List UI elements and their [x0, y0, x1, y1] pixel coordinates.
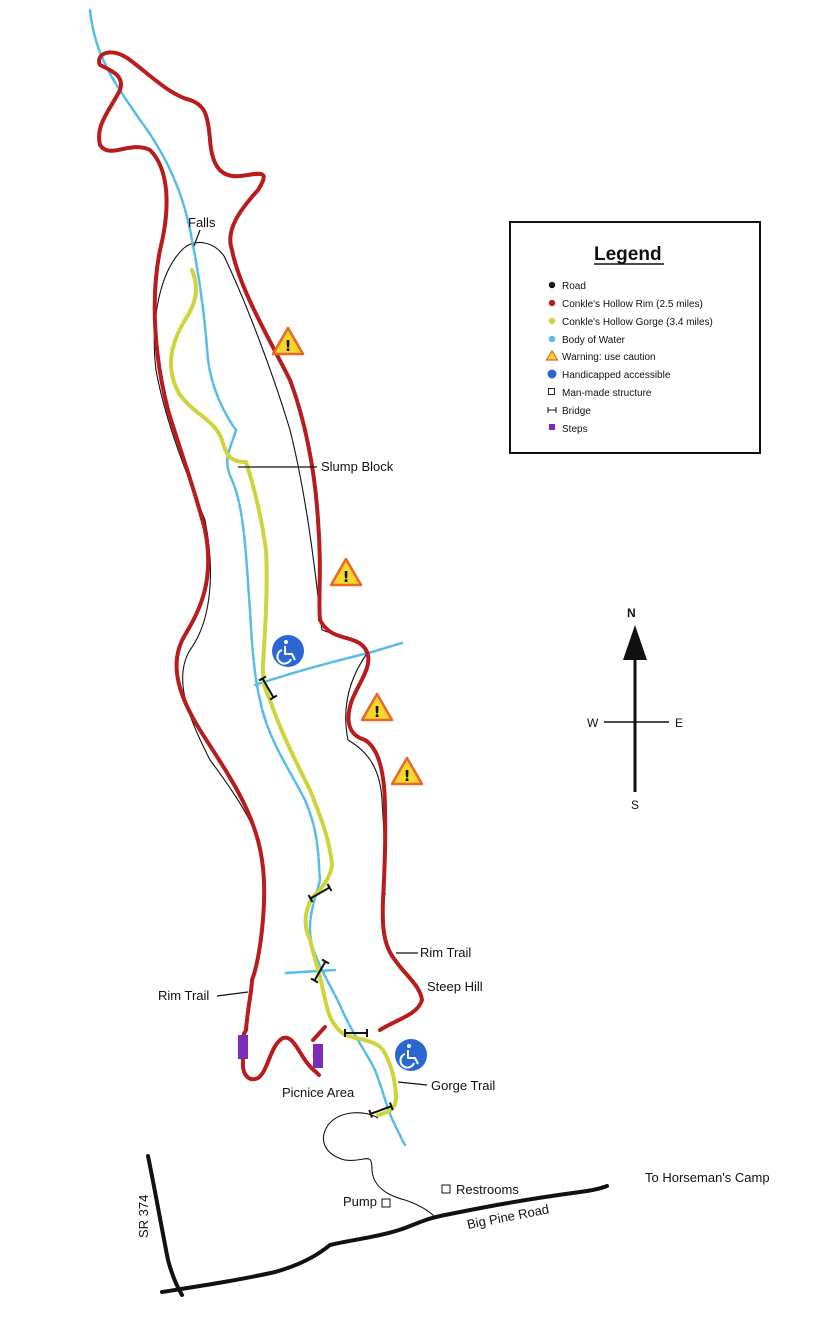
square-outline-icon [548, 388, 555, 395]
compass-w: W [587, 716, 599, 730]
legend-item-label: Man-made structure [562, 388, 652, 399]
label-pump: Pump [343, 1194, 377, 1209]
compass-n: N [627, 606, 636, 620]
compass-s: S [631, 798, 639, 812]
label-rim-trail-east: Rim Trail [420, 945, 471, 960]
warning-icon: ! [271, 326, 305, 356]
label-gorge-trail: Gorge Trail [431, 1078, 495, 1093]
svg-text:!: ! [374, 703, 381, 721]
warning-icon [545, 349, 559, 361]
steps-icon [549, 424, 555, 430]
gorge-trail [168, 268, 399, 1117]
compass-rose: N S W E [587, 606, 683, 812]
svg-text:!: ! [404, 767, 411, 785]
bridge-icon [547, 407, 557, 413]
steps-marker [313, 1044, 323, 1068]
pump-structure [381, 1198, 391, 1208]
legend-title: Legend [594, 244, 662, 265]
legend-box: Legend Road Conkle's Hollow Rim (2.5 mil… [509, 221, 761, 454]
legend-item-label: Conkle's Hollow Rim (2.5 miles) [562, 299, 703, 310]
bridge-marker [258, 675, 278, 701]
label-restrooms: Restrooms [456, 1182, 519, 1197]
svg-text:!: ! [343, 568, 350, 586]
parking-loop [323, 1112, 436, 1218]
warning-icons: ! ! ! ! [271, 326, 424, 786]
compass-e: E [675, 716, 683, 730]
label-slump-block: Slump Block [321, 459, 394, 474]
legend-item-label: Road [562, 281, 586, 292]
label-leaders [193, 229, 428, 1086]
bridge-marker [344, 1029, 368, 1037]
label-picnic-area: Picnice Area [282, 1085, 355, 1100]
rim-trail-spur-east [311, 1025, 327, 1042]
rim-trail-picnic-loop [240, 1035, 321, 1082]
legend-item-label: Body of Water [562, 335, 626, 346]
river [88, 8, 407, 1147]
bridge-marker [368, 1102, 394, 1118]
main-stream [88, 8, 407, 1147]
label-falls: Falls [188, 215, 216, 230]
label-rim-trail-west: Rim Trail [158, 988, 209, 1003]
bridge-marker [307, 883, 333, 903]
bridges [258, 675, 394, 1118]
label-big-pine-road: Big Pine Road [466, 1201, 550, 1232]
restrooms-structure [441, 1184, 451, 1194]
wheelchair-icon [547, 369, 557, 379]
wheelchair-icon [272, 635, 304, 667]
warning-icon: ! [329, 557, 363, 587]
sr374-road [146, 1154, 184, 1297]
rim-trail-main-loop [97, 50, 424, 1032]
warning-icon: ! [390, 756, 424, 786]
gorge-wall-outline [183, 241, 386, 896]
north-arrow-icon [623, 625, 647, 660]
legend-item-label: Warning: use caution [562, 352, 656, 363]
side-stream-east [253, 641, 404, 687]
side-stream-west [284, 968, 337, 975]
gorge-wall-outline-left [153, 247, 263, 856]
legend-item-label: Handicapped accessible [562, 370, 671, 381]
label-sr374: SR 374 [136, 1195, 151, 1238]
svg-text:!: ! [285, 337, 292, 355]
yellow-dot-icon [548, 317, 556, 325]
label-horseman-camp: To Horseman's Camp [645, 1170, 770, 1185]
bridge-marker [310, 958, 330, 984]
legend-item-label: Steps [562, 424, 588, 435]
rim-trail [97, 50, 424, 1082]
black-dot-icon [548, 281, 556, 289]
red-dot-icon [548, 299, 556, 307]
legend-item-label: Conkle's Hollow Gorge (3.4 miles) [562, 317, 713, 328]
wheelchair-icon [395, 1039, 427, 1071]
gorge-trail-path [168, 268, 399, 1117]
blue-dot-icon [548, 335, 556, 343]
big-pine-road [160, 1184, 609, 1294]
label-steep-hill: Steep Hill [427, 979, 483, 994]
warning-icon: ! [360, 692, 394, 722]
legend-item-label: Bridge [562, 406, 591, 417]
steps-marker [238, 1035, 248, 1059]
